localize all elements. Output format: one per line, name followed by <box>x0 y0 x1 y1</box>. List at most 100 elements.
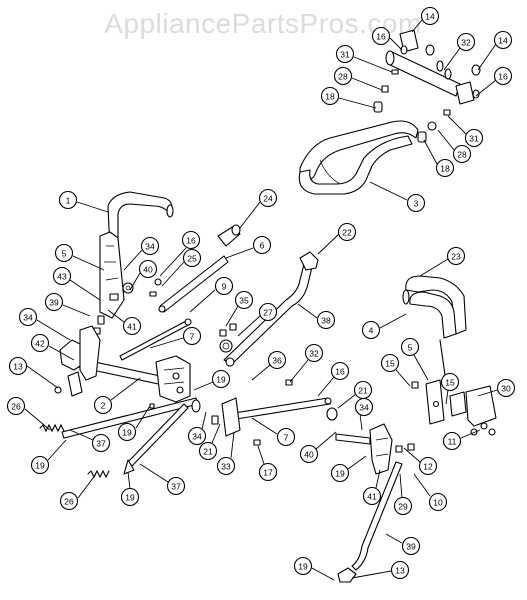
callout-number: 26 <box>11 402 21 412</box>
leader-line-c-26a <box>24 408 51 431</box>
callout-number: 15 <box>445 378 455 388</box>
part-27-spring-coil <box>219 323 237 353</box>
callout-circle <box>6 396 26 416</box>
callout-number: 19 <box>216 375 226 385</box>
callout-number: 31 <box>340 50 350 60</box>
callout-circle <box>371 26 391 46</box>
callout-number: 19 <box>335 469 345 479</box>
callout-c-19c: 19 <box>30 455 50 475</box>
leader-line-c-19a <box>193 381 214 391</box>
part-7-link-rod-mid <box>221 397 332 437</box>
callout-circle <box>182 326 202 346</box>
callout-c-19e: 19 <box>120 487 140 507</box>
callout-circle <box>18 307 38 327</box>
callout-number: 16 <box>186 236 196 246</box>
leader-line-c-37b <box>139 463 169 483</box>
callout-number: 13 <box>13 362 23 372</box>
callout-c-41b: 41 <box>362 486 382 506</box>
leader-line-c-16a <box>389 37 403 51</box>
leader-line-c-42 <box>48 345 75 361</box>
leader-line-c-34d <box>201 411 207 430</box>
callout-number: 19 <box>122 428 132 438</box>
part-23-right-lever <box>402 275 467 339</box>
callout-c-9: 9 <box>214 276 234 296</box>
leader-line-c-13b <box>351 570 392 579</box>
callout-circle <box>362 486 382 506</box>
callout-c-25: 25 <box>182 248 202 268</box>
callout-circle <box>420 6 440 26</box>
callout-number: 24 <box>263 194 273 204</box>
callout-c-40b: 40 <box>299 444 319 464</box>
callout-circle <box>335 44 355 64</box>
callout-number: 11 <box>448 437 457 447</box>
leader-line-c-15a <box>395 369 411 387</box>
leader-line-c-34b <box>36 319 71 341</box>
callout-circle <box>330 463 350 483</box>
leader-line-c-6 <box>225 247 254 259</box>
leader-line-c-28a <box>351 77 383 91</box>
callout-c-16c: 16 <box>181 230 201 250</box>
callout-number: 21 <box>203 447 213 457</box>
callout-c-35: 35 <box>234 290 254 310</box>
leader-line-c-41b <box>375 469 381 489</box>
leader-line-c-2 <box>110 377 141 401</box>
leader-line-c-40b <box>315 431 337 450</box>
callout-number: 40 <box>143 265 153 275</box>
callout-circle <box>258 188 278 208</box>
leader-line-c-23 <box>419 258 449 277</box>
callout-number: 9 <box>222 282 227 292</box>
callout-c-6: 6 <box>252 235 272 255</box>
callout-c-39b: 39 <box>401 536 421 556</box>
callout-circle <box>211 369 231 389</box>
callout-circle <box>216 456 236 476</box>
part-34-bracket-right <box>326 407 393 475</box>
callout-circle <box>198 441 218 461</box>
callout-circle <box>440 372 460 392</box>
leader-line-c-19d <box>347 455 367 470</box>
callout-number: 13 <box>395 566 405 576</box>
leader-line-c-15b <box>445 389 449 405</box>
leader-line-c-1 <box>76 201 109 213</box>
callout-circle <box>187 426 207 446</box>
callout-number: 30 <box>501 384 511 394</box>
callout-circle <box>117 422 137 442</box>
callout-c-14a: 14 <box>420 6 440 26</box>
callout-number: 12 <box>423 462 433 472</box>
callout-c-42: 42 <box>30 333 50 353</box>
callout-c-34a: 34 <box>140 236 160 256</box>
callout-number: 6 <box>260 241 265 251</box>
callout-circle <box>442 431 462 451</box>
leader-line-c-27 <box>237 315 261 337</box>
callout-circle <box>252 235 272 255</box>
callout-circle <box>120 487 140 507</box>
callout-c-30: 30 <box>496 378 516 398</box>
callout-c-15b: 15 <box>440 372 460 392</box>
callout-number: 19 <box>35 461 45 471</box>
leader-line-c-32a <box>443 47 461 71</box>
watermark: AppliancePartsPros.com <box>104 8 422 39</box>
leader-line-c-26b <box>77 473 97 499</box>
leader-line-c-39b <box>385 533 403 544</box>
leader-line-c-7a <box>149 337 184 349</box>
callout-c-16d: 16 <box>330 361 350 381</box>
callout-circle <box>428 492 448 512</box>
callout-c-10: 10 <box>428 492 448 512</box>
callout-c-39a: 39 <box>44 292 64 312</box>
leader-line-c-17 <box>257 445 265 465</box>
callout-circle <box>44 292 64 312</box>
callout-circle <box>418 456 438 476</box>
leader-line-c-11 <box>460 429 481 439</box>
callout-circle <box>320 86 340 106</box>
callout-circle <box>58 190 78 210</box>
callout-c-37a: 37 <box>91 433 111 453</box>
callout-c-18a: 18 <box>320 86 340 106</box>
leader-line-c-18a <box>338 97 377 109</box>
leader-line-c-35 <box>225 305 239 327</box>
callout-number: 18 <box>440 164 450 174</box>
callout-c-15a: 15 <box>380 353 400 373</box>
callout-circle <box>446 246 466 266</box>
part-axle-tube <box>373 29 481 143</box>
callout-circle <box>52 266 72 286</box>
leader-line-c-24 <box>239 201 261 229</box>
callout-c-7b: 7 <box>276 427 296 447</box>
